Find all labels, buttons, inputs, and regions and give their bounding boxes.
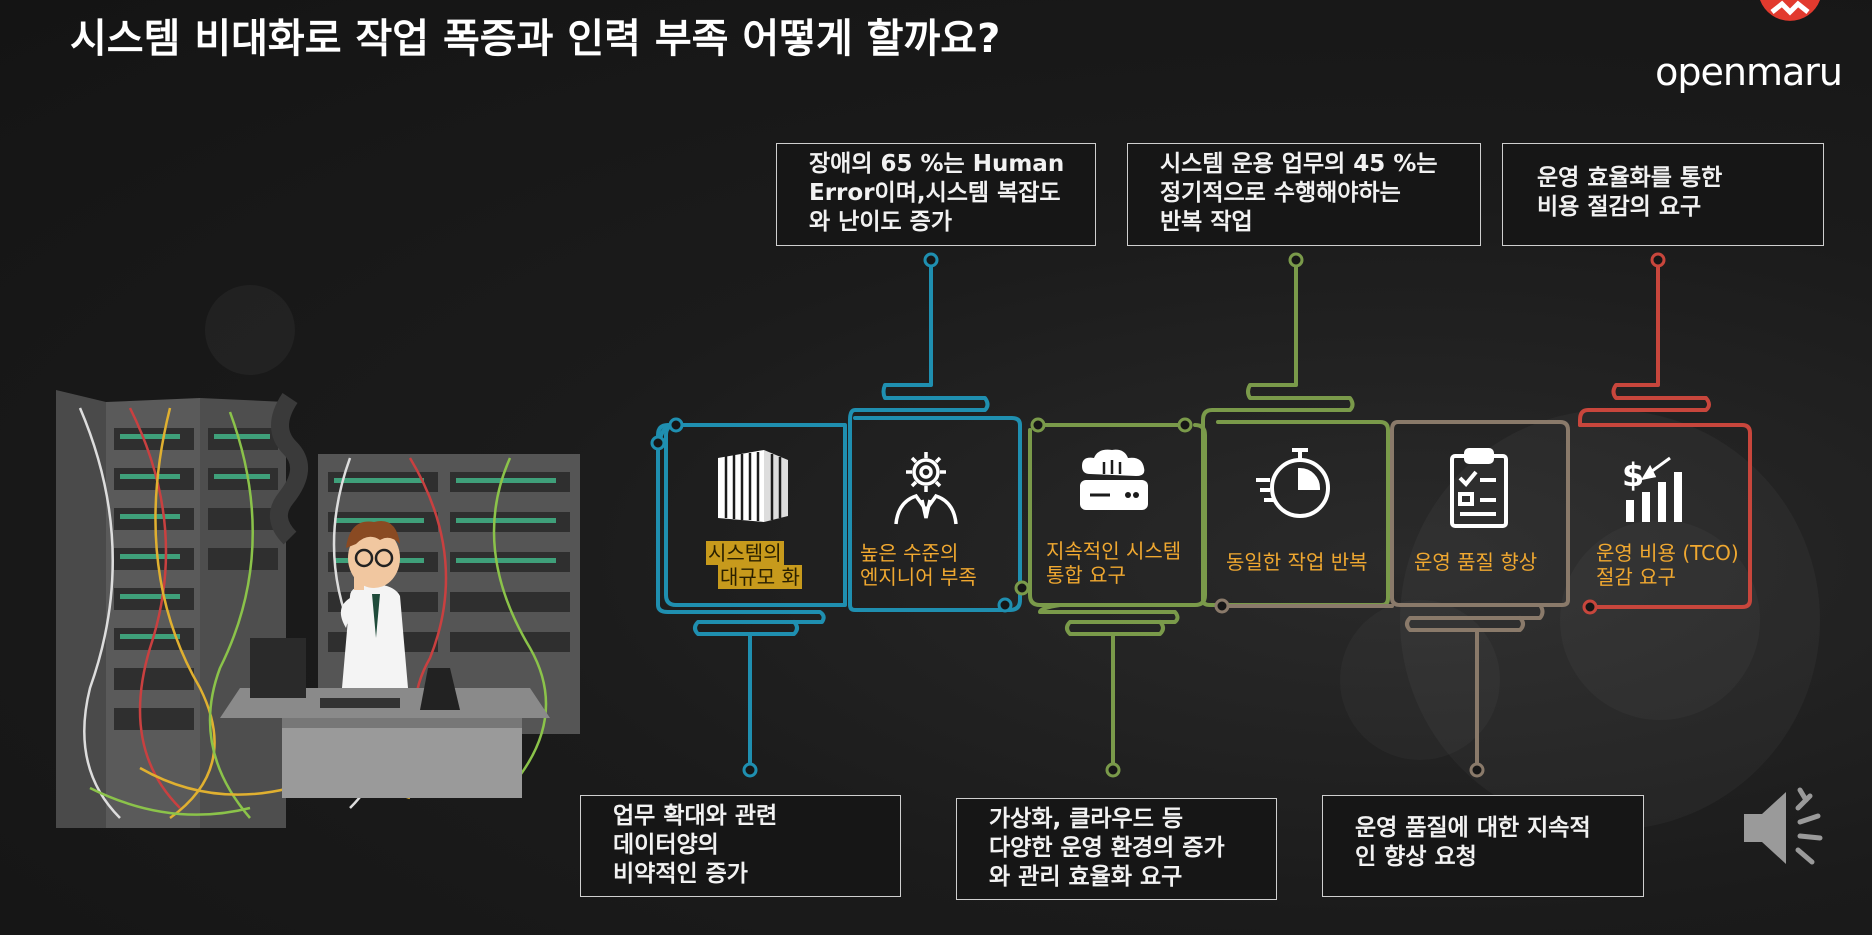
- cell-label-line: 엔지니어 부족: [860, 565, 977, 589]
- clipboard-icon: [1450, 448, 1508, 528]
- callout-line: 운영 효율화를 통한: [1537, 165, 1723, 191]
- building-icon: [718, 450, 788, 522]
- server-room-illustration: [56, 390, 580, 828]
- brand-name: openmaru: [1655, 50, 1843, 94]
- cell-label-tco: 운영 비용 (TCO) 절감 요구: [1596, 541, 1739, 589]
- callout-human-error: 장애의 65 %는 Human Error이며,시스템 복잡도 와 난이도 증가: [776, 143, 1096, 246]
- callout-line: 반복 작업: [1160, 209, 1253, 235]
- bokeh-circle: [205, 285, 295, 375]
- callout-quality-improvement: 운영 품질에 대한 지속적 인 향상 요청: [1322, 795, 1644, 897]
- cloud-server-icon: [1080, 449, 1148, 510]
- callout-line: Error이며,시스템 복잡도: [809, 180, 1061, 206]
- smoke: [270, 393, 308, 545]
- callout-data-growth: 업무 확대와 관련 데이터양의 비약적인 증가: [580, 795, 901, 897]
- cell-label-line: 높은 수준의: [860, 541, 959, 565]
- callout-line: 비약적인 증가: [613, 861, 748, 887]
- callout-line: 시스템 운용 업무의 45 %는: [1160, 151, 1438, 177]
- cell-label-large-scale: 시스템의 대규모 화: [706, 541, 802, 589]
- callout-line: 가상화, 클라우드 등: [989, 806, 1184, 832]
- cell-label-line: 시스템의: [706, 541, 784, 565]
- engineer-icon: [894, 452, 958, 525]
- openmaru-logo-icon: [1760, 0, 1820, 21]
- red-connector-lines: [1578, 258, 1752, 609]
- cell-label-line: 지속적인 시스템: [1046, 539, 1182, 563]
- engineer-character: [340, 520, 408, 688]
- cell-label-line: 통합 요구: [1046, 563, 1126, 587]
- callout-line: 업무 확대와 관련: [613, 803, 778, 829]
- callout-line: 와 난이도 증가: [809, 209, 952, 235]
- monitor: [250, 638, 306, 698]
- cell-label-line: 절감 요구: [1596, 565, 1676, 589]
- callout-line: 인 향상 요청: [1355, 844, 1477, 870]
- callout-line: 장애의 65 %는 Human: [809, 151, 1065, 177]
- callout-cloud-environment: 가상화, 클라우드 등 다양한 운영 환경의 증가 와 관리 효율화 요구: [956, 798, 1277, 900]
- brown-connector-lines: [1220, 420, 1570, 772]
- callout-line: 비용 절감의 요구: [1537, 194, 1702, 220]
- cell-label-quality: 운영 품질 향상: [1414, 550, 1537, 574]
- cell-label-line: 동일한 작업 반복: [1226, 550, 1368, 574]
- cell-label-integration: 지속적인 시스템 통합 요구: [1046, 539, 1181, 587]
- cost-chart-icon: $: [1622, 456, 1682, 522]
- callout-line: 다양한 운영 환경의 증가: [989, 835, 1225, 861]
- cell-label-repetition: 동일한 작업 반복: [1226, 550, 1368, 574]
- callout-line: 데이터양의: [613, 832, 719, 858]
- cell-label-line: 대규모 화: [718, 565, 802, 589]
- page-title: 시스템 비대화로 작업 폭증과 인력 부족 어떻게 할까요?: [70, 16, 1001, 62]
- callout-cost-reduction: 운영 효율화를 통한 비용 절감의 요구: [1502, 143, 1824, 246]
- cell-label-line: 운영 품질 향상: [1414, 550, 1538, 574]
- callout-line: 와 관리 효율화 요구: [989, 864, 1183, 890]
- callout-line: 운영 품질에 대한 지속적: [1355, 815, 1591, 841]
- brand-logo: openmaru: [1642, 0, 1843, 95]
- cell-label-line: 운영 비용 (TCO): [1596, 541, 1739, 565]
- server-rack-left: [56, 390, 286, 828]
- cell-label-engineer-shortage: 높은 수준의 엔지니어 부족: [860, 541, 977, 589]
- svg-text:$: $: [1622, 456, 1644, 494]
- speaker-icon[interactable]: [1740, 780, 1835, 875]
- callout-repetitive-work: 시스템 운용 업무의 45 %는 정기적으로 수행해야하는 반복 작업: [1127, 143, 1481, 246]
- callout-line: 정기적으로 수행해야하는: [1160, 180, 1401, 206]
- stopwatch-icon: [1256, 448, 1330, 518]
- green-connector-lines: [1028, 258, 1390, 772]
